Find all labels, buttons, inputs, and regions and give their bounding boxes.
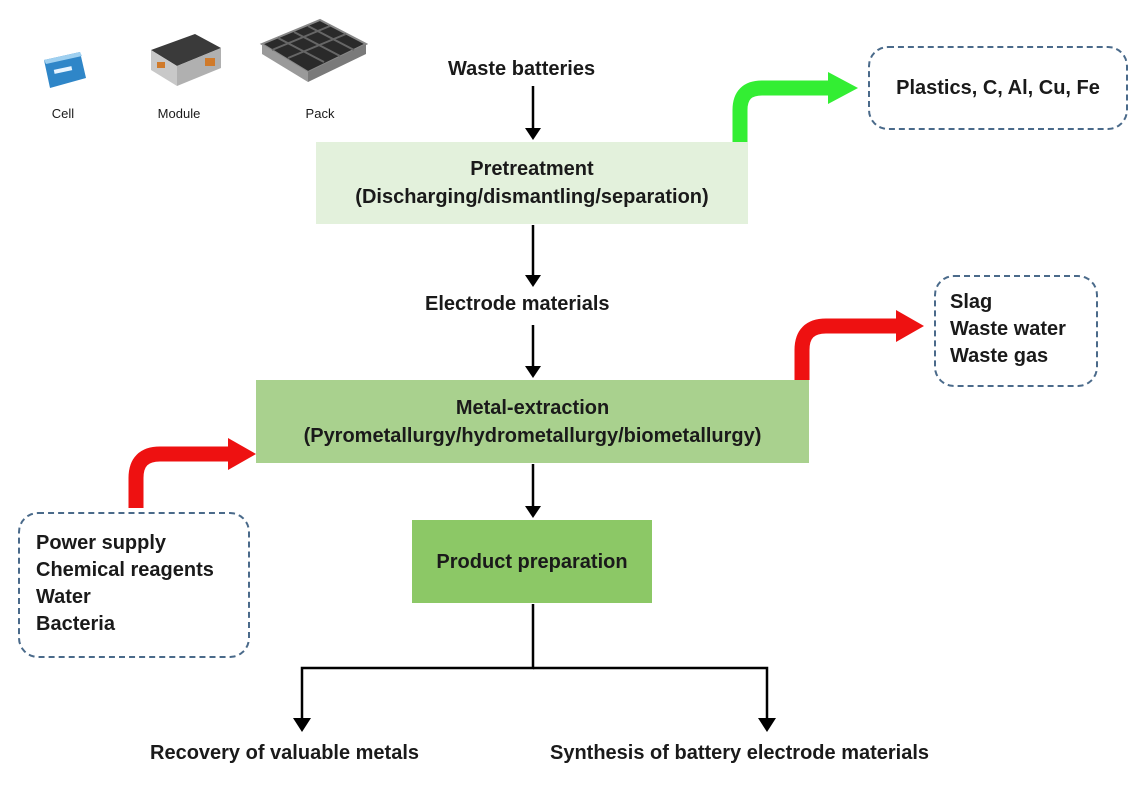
metal-extraction-subtitle: (Pyrometallurgy/hydrometallurgy/biometal… [303,424,762,447]
cell-label: Cell [51,106,75,121]
byproducts-box: Plastics, C, Al, Cu, Fe [868,46,1128,130]
recovery-output-label: Recovery of valuable metals [150,742,420,764]
green-arrow-byproducts [732,80,832,142]
cell-battery-icon [40,48,90,90]
waste-batteries-label: Waste batteries [448,58,596,80]
pack-battery-icon [258,14,369,96]
red-arrow-wastes [794,318,900,380]
pretreatment-box: Pretreatment (Discharging/dismantling/se… [316,142,748,224]
arrow-to-recovery [293,718,311,732]
waste-item: Slag [950,291,993,313]
wastes-box: Slag Waste water Waste gas [934,275,1098,387]
input-item: Water [36,586,91,608]
inputs-box: Power supply Chemical reagents Water Bac… [18,512,250,658]
product-preparation-label: Product preparation [436,550,628,573]
module-label: Module [157,106,201,121]
waste-item: Waste water [950,318,1066,340]
byproducts-text: Plastics, C, Al, Cu, Fe [896,76,1100,99]
metal-extraction-title: Metal-extraction [455,396,610,419]
metal-extraction-box: Metal-extraction (Pyrometallurgy/hydrome… [256,380,809,463]
electrode-materials-label: Electrode materials [425,293,610,315]
synthesis-output-label: Synthesis of battery electrode materials [550,742,930,764]
input-item: Power supply [36,532,167,554]
input-item: Bacteria [36,613,115,635]
pretreatment-subtitle: (Discharging/dismantling/separation) [355,186,709,208]
split-connector [300,604,535,722]
pack-label: Pack [305,106,335,121]
product-preparation-box: Product preparation [412,520,652,603]
arrow-to-synthesis [758,718,776,732]
waste-item: Waste gas [950,345,1049,367]
input-item: Chemical reagents [36,559,214,581]
red-arrow-inputs [128,446,232,508]
pretreatment-title: Pretreatment [470,158,594,180]
module-battery-icon [145,28,223,90]
